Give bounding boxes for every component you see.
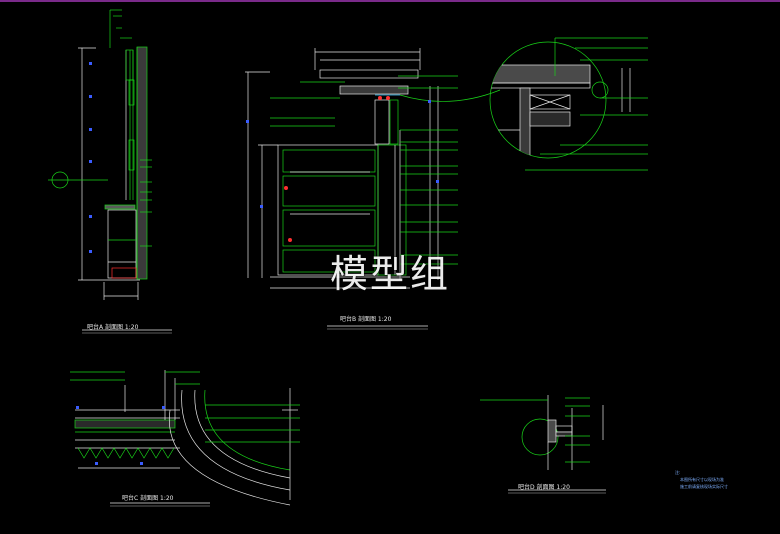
section-a-dimension-ticks — [89, 62, 92, 253]
section-c-drawing — [70, 370, 300, 507]
note-heading: 注: — [675, 470, 681, 475]
section-b-hardware-marks — [284, 96, 390, 242]
detail-bubble — [489, 37, 648, 171]
section-c-title: 吧台C 剖面图 1:20 — [122, 495, 174, 502]
section-b-drawing — [245, 48, 501, 330]
note-line-1: 本图所有尺寸以现场为准 — [680, 477, 724, 482]
section-b-dimension-ticks — [246, 100, 439, 208]
section-d-drawing — [480, 395, 606, 494]
section-a-title: 吧台A 剖面图 1:20 — [87, 324, 139, 331]
section-c-dimension-ticks — [76, 406, 165, 465]
section-b-title: 吧台B 剖面图 1:20 — [340, 316, 392, 323]
watermark-text: 模型组 — [330, 252, 451, 296]
section-d-title: 吧台D 剖面图 1:20 — [518, 484, 570, 491]
section-a-drawing — [48, 9, 172, 334]
window-top-border — [0, 0, 780, 2]
note-line-2: 施工前请复核现场实际尺寸 — [680, 484, 728, 489]
